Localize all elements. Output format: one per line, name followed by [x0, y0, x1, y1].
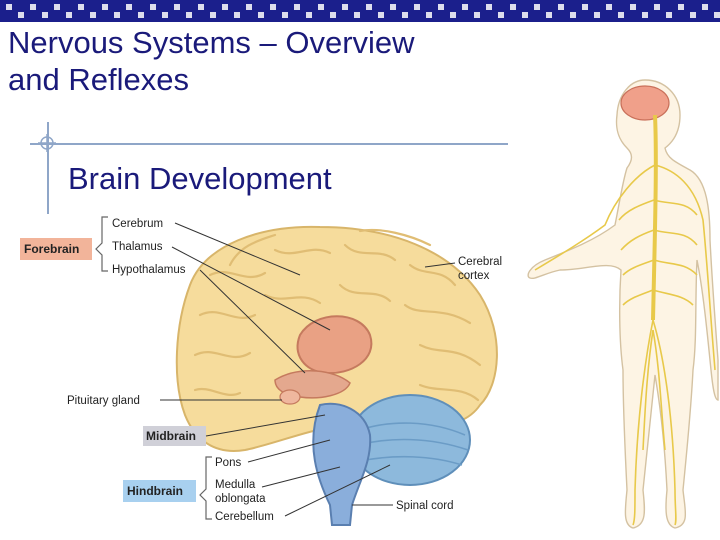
human-nervous-system-figure: [527, 79, 719, 529]
title-line-1: Nervous Systems – Overview: [8, 25, 415, 60]
crosshair-icon: [38, 134, 56, 152]
medulla-label-1: Medulla: [215, 479, 256, 491]
medulla-label-2: oblongata: [215, 493, 266, 505]
cerebrum-label: Cerebrum: [112, 218, 163, 230]
hindbrain-badge: [123, 480, 196, 502]
spinal-cord-label: Spinal cord: [396, 500, 454, 512]
cerebral-cortex-label-1: Cerebral: [458, 256, 502, 268]
forebrain-label: Forebrain: [24, 242, 79, 256]
pons-label: Pons: [215, 457, 241, 469]
brainstem-shape: [312, 402, 372, 526]
divider-horizontal: [30, 143, 508, 145]
divider-vertical: [47, 122, 49, 214]
hypothalamus-label: Hypothalamus: [112, 264, 186, 276]
cerebral-cortex-label-2: cortex: [458, 270, 490, 282]
slide-title: Nervous Systems – Overview and Reflexes: [8, 24, 528, 98]
thalamus-shape: [296, 315, 373, 375]
hindbrain-label: Hindbrain: [127, 484, 183, 498]
cerebrum-folds: [193, 228, 482, 402]
cerebellum-label: Cerebellum: [215, 511, 274, 523]
pituitary-gland-label: Pituitary gland: [67, 395, 140, 407]
figure-nerves: [534, 164, 716, 526]
forebrain-badge: [20, 238, 92, 260]
thalamus-label: Thalamus: [112, 241, 163, 253]
midbrain-label: Midbrain: [146, 429, 196, 443]
top-banner: [0, 0, 720, 22]
slide-subtitle: Brain Development: [68, 161, 332, 196]
brain-diagram: Forebrain Cerebrum Thalamus Hypothalamus…: [20, 216, 502, 526]
figure-brain: [620, 85, 670, 121]
title-line-2: and Reflexes: [8, 62, 189, 97]
midbrain-badge: [143, 426, 206, 446]
